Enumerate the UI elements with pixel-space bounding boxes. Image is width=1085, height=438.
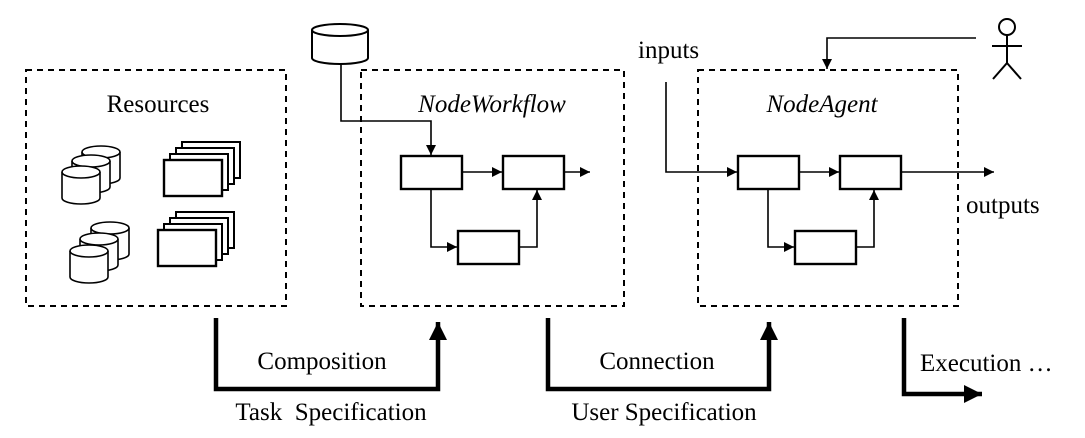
connection-label: Connection: [599, 348, 715, 375]
user-specification-label: User Specification: [571, 399, 757, 426]
user-to-agent-arrow: [822, 37, 976, 69]
resources-label: Resources: [107, 91, 210, 118]
workflow-node-2: [501, 154, 566, 191]
workflow-edge-1-3: [430, 189, 457, 252]
database-icon: [311, 23, 369, 65]
database-to-workflow-arrow: [340, 64, 436, 155]
node-agent-panel: [697, 69, 959, 307]
user-icon: [992, 18, 1022, 80]
execution-arrow: [901, 318, 982, 403]
connection-arrow: [545, 318, 778, 392]
database-cluster-top-icon: [61, 145, 121, 205]
inputs-label: inputs: [638, 37, 699, 64]
node-agent-label: NodeAgent: [765, 91, 878, 118]
node-workflow-label: NodeWorkflow: [417, 91, 566, 118]
workflow-node-3: [456, 229, 521, 266]
task-specification-label: Task Specification: [235, 399, 427, 426]
workflow-edge-3-2: [519, 190, 542, 248]
outputs-label: outputs: [966, 192, 1040, 219]
node-workflow-panel: [360, 69, 625, 307]
agent-edge-1-3: [767, 189, 794, 252]
database-cluster-bottom-icon: [69, 221, 130, 284]
document-stack-bottom-icon: [156, 210, 236, 268]
inputs-arrow: [665, 82, 737, 177]
agent-node-2: [838, 154, 903, 191]
composition-label: Composition: [257, 348, 387, 375]
agent-edge-3-2: [856, 190, 879, 248]
document-stack-top-icon: [162, 140, 242, 198]
agent-node-3: [793, 229, 858, 266]
resources-panel: [25, 69, 287, 307]
workflow-node-1: [399, 154, 464, 191]
agent-node-1: [736, 154, 801, 191]
execution-label: Execution …: [920, 350, 1053, 377]
composition-arrow: [213, 318, 447, 392]
